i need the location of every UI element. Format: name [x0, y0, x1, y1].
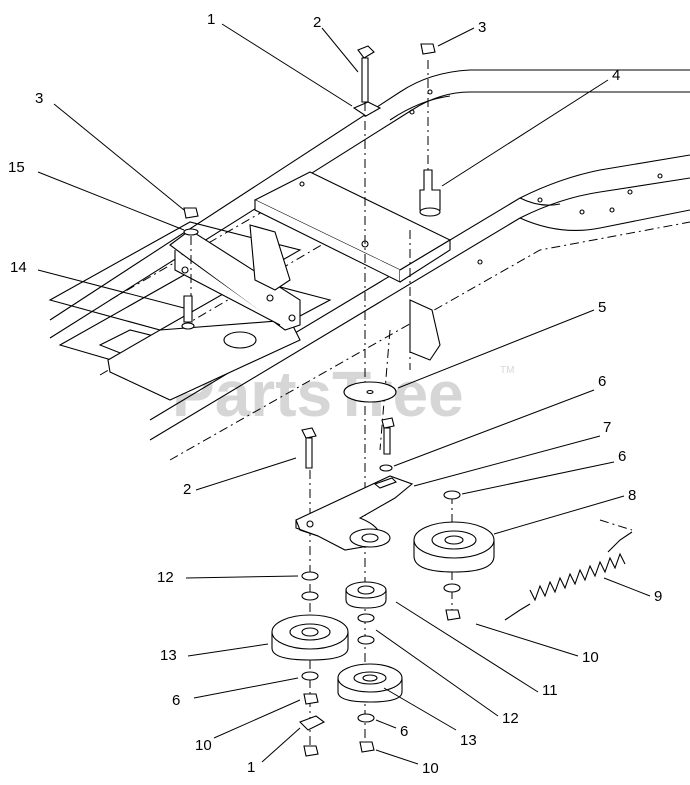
callout-8: 8	[628, 487, 636, 504]
callout-labels: 1 2 3 4 3 15 14 5 6 7 6 2 8 9 12 10 13 1…	[8, 11, 662, 777]
center-bracket	[253, 171, 483, 361]
callout-2: 2	[313, 14, 321, 31]
callout-5: 5	[598, 299, 606, 316]
callout-6: 6	[172, 692, 180, 709]
watermark-trademark: TM	[500, 365, 514, 376]
callout-7: 7	[603, 419, 611, 436]
callout-10: 10	[422, 760, 439, 777]
callout-13: 13	[160, 647, 177, 664]
left-pulley-stack	[271, 571, 349, 757]
idler-arm	[295, 417, 414, 551]
callout-6: 6	[618, 448, 626, 465]
callout-11: 11	[542, 682, 558, 699]
callout-4: 4	[612, 67, 620, 84]
spring	[504, 519, 633, 621]
callout-3: 3	[478, 19, 486, 36]
callout-15: 15	[8, 159, 25, 176]
center-pulley-stack	[337, 581, 403, 753]
top-hardware	[181, 43, 441, 330]
callout-3: 3	[35, 90, 43, 107]
callout-10: 10	[195, 737, 212, 754]
callout-2: 2	[183, 481, 191, 498]
callout-1: 1	[207, 11, 215, 28]
callout-10: 10	[582, 649, 599, 666]
callout-12: 12	[502, 710, 519, 727]
callout-6: 6	[598, 373, 606, 390]
large-washer	[343, 381, 397, 403]
leader-lines	[37, 23, 651, 765]
front-frame-assembly	[48, 221, 332, 401]
callout-12: 12	[157, 569, 174, 586]
callout-14: 14	[10, 259, 27, 276]
callout-9: 9	[654, 588, 662, 605]
callout-1: 1	[247, 759, 255, 776]
right-pulley	[413, 490, 495, 621]
callout-6: 6	[400, 723, 408, 740]
callout-13: 13	[460, 732, 477, 749]
